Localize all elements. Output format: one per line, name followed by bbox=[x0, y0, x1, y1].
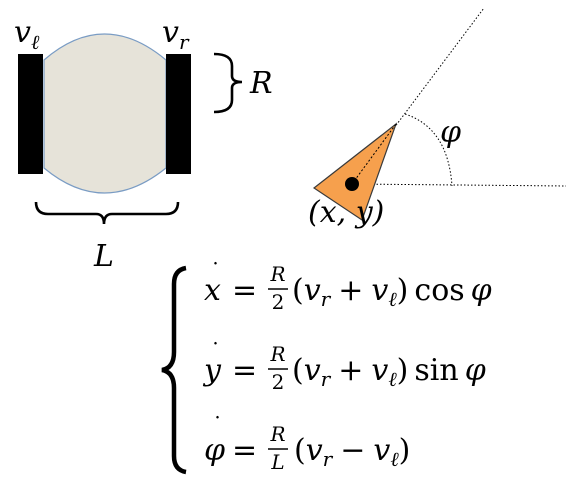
robot-body bbox=[43, 33, 167, 194]
fraction-numerator: R bbox=[269, 262, 285, 286]
equation-lhs: y bbox=[202, 353, 222, 388]
dot-accent: ˙ bbox=[210, 260, 221, 285]
heading-angle-label: φ bbox=[440, 115, 461, 150]
x-axis-reference bbox=[351, 183, 567, 187]
position-label: (x, y) bbox=[308, 195, 384, 230]
equals-sign: = bbox=[232, 273, 257, 308]
equation-lhs: x bbox=[204, 273, 221, 308]
wheel-radius-label: R bbox=[249, 66, 273, 101]
angle-arc bbox=[404, 113, 453, 187]
heading-direction bbox=[351, 7, 485, 185]
right-wheel bbox=[166, 54, 191, 174]
left-wheel bbox=[18, 54, 43, 174]
equation-rhs: (vr−vℓ) bbox=[294, 433, 410, 471]
pose-figure: φ (x, y) bbox=[308, 7, 567, 230]
fraction-numerator: R bbox=[269, 342, 285, 366]
fraction-denominator: 2 bbox=[272, 370, 285, 394]
dot-accent: ˙ bbox=[210, 340, 221, 365]
axle-width-label: L bbox=[93, 239, 114, 274]
robot-pose-triangle bbox=[312, 122, 398, 221]
position-point bbox=[345, 177, 359, 191]
fraction-denominator: L bbox=[270, 450, 284, 474]
width-brace bbox=[34, 201, 180, 225]
right-wheel-velocity-label: vr bbox=[162, 15, 190, 54]
fraction-numerator: R bbox=[269, 422, 285, 446]
fraction-denominator: 2 bbox=[272, 290, 285, 314]
equals-sign: = bbox=[232, 353, 257, 388]
equation-lhs: φ bbox=[204, 433, 225, 468]
equals-sign: = bbox=[232, 433, 257, 468]
radius-brace bbox=[213, 52, 243, 114]
robot-figure: vℓ vr R L bbox=[14, 15, 273, 274]
system-brace bbox=[161, 265, 187, 475]
left-wheel-velocity-label: vℓ bbox=[14, 15, 40, 54]
equation-phi-dot: φ ˙ = R L (vr−vℓ) bbox=[204, 414, 410, 474]
dot-accent: ˙ bbox=[212, 414, 223, 439]
pose-heading-line bbox=[351, 123, 397, 185]
